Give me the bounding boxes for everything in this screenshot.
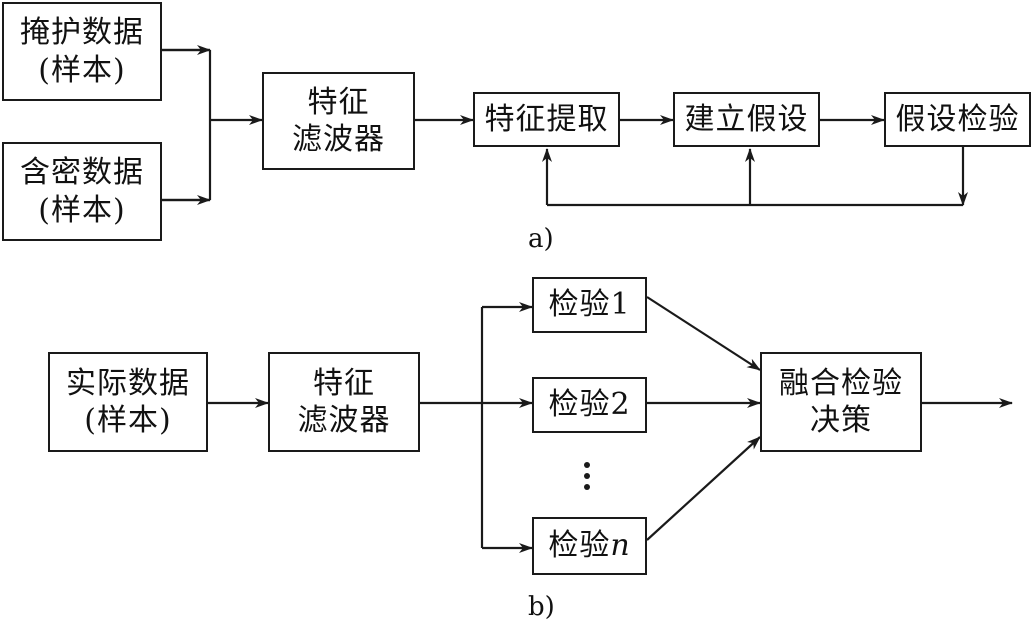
- caption-a: a): [528, 224, 554, 254]
- test-2-box: 检验2: [532, 377, 647, 433]
- test-1-box: 检验1: [532, 277, 647, 333]
- cover-data-label: 掩护数据: [20, 15, 144, 50]
- feature-filter-box-a: 特征 滤波器: [262, 72, 415, 170]
- caption-b: b): [528, 592, 555, 622]
- stego-data-sample: (样本): [38, 192, 126, 228]
- edge-testn-to-fusion: [646, 436, 761, 541]
- feature-filter-line2: 滤波器: [292, 122, 385, 157]
- test-n-box: 检验n: [532, 517, 647, 575]
- build-hypothesis-label: 建立假设: [684, 101, 809, 137]
- ellipsis-dots: [584, 462, 592, 495]
- feature-filter-b-line2: 滤波器: [297, 403, 391, 438]
- actual-data-box: 实际数据 (样本): [48, 352, 208, 452]
- stego-data-box: 含密数据 (样本): [2, 142, 162, 241]
- test-n-suffix: n: [610, 528, 631, 564]
- feature-filter-box-b: 特征 滤波器: [268, 352, 420, 452]
- cover-data-sample: (样本): [38, 52, 126, 88]
- fusion-decision-box: 融合检验 决策: [760, 352, 922, 452]
- hypothesis-test-label: 假设检验: [895, 101, 1020, 137]
- test-n-prefix: 检验: [548, 528, 611, 564]
- stego-data-label: 含密数据: [20, 155, 144, 190]
- edge-test1-to-fusion: [646, 296, 761, 371]
- hypothesis-test-box: 假设检验: [884, 92, 1031, 147]
- actual-data-label: 实际数据: [66, 365, 190, 401]
- build-hypothesis-box: 建立假设: [673, 92, 820, 147]
- feature-extract-label: 特征提取: [484, 101, 609, 137]
- feature-filter-line1: 特征: [307, 84, 370, 120]
- test-2-label: 检验2: [548, 387, 631, 423]
- feature-filter-b-line1: 特征: [313, 365, 375, 401]
- feature-extract-box: 特征提取: [473, 92, 620, 147]
- actual-data-sample: (样本): [84, 403, 172, 438]
- fusion-line1: 融合检验: [779, 365, 903, 401]
- test-1-label: 检验1: [548, 287, 631, 323]
- fusion-line2: 决策: [810, 403, 872, 438]
- test-n-label: 检验n: [548, 527, 630, 565]
- cover-data-box: 掩护数据 (样本): [2, 2, 162, 101]
